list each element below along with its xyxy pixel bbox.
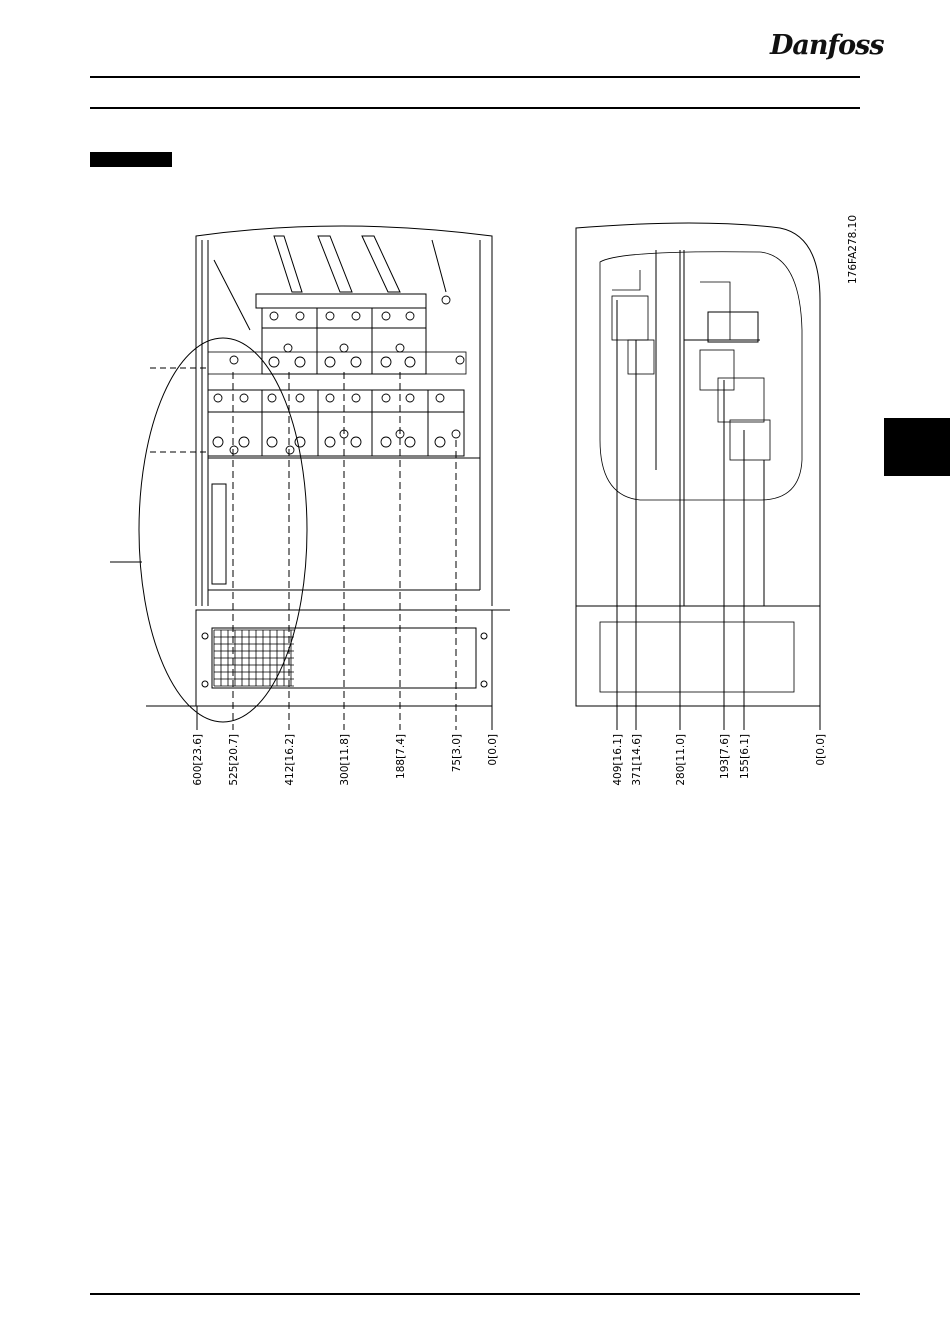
dimension-label: 0[0.0] <box>815 734 827 766</box>
dimension-label: 525[20.7] <box>228 734 240 786</box>
figure-id: 176FA278.10 <box>847 215 859 284</box>
vent-grille <box>214 630 294 686</box>
front-dimension-labels: 600[23.6] 525[20.7] 412[16.2] 300[11.8] 188[… <box>192 734 499 786</box>
side-dimension-labels: 409[16.1] 371[14.6] 280[11.0] 193[7.6] 155[6… <box>612 734 827 786</box>
side-view <box>576 223 820 730</box>
dimension-label: 280[11.0] <box>675 734 687 786</box>
dimension-label: 75[3.0] <box>451 734 463 772</box>
dimension-label: 188[7.4] <box>395 734 407 779</box>
dimension-label: 412[16.2] <box>284 734 296 786</box>
dimension-label: 300[11.8] <box>339 734 351 786</box>
front-view <box>110 226 510 730</box>
dimension-label: 0[0.0] <box>487 734 499 766</box>
dimension-label: 371[14.6] <box>631 734 643 786</box>
detail-ellipse <box>139 338 307 722</box>
dimension-label: 155[6.1] <box>739 734 751 779</box>
dimension-label: 193[7.6] <box>719 734 731 779</box>
dimension-label: 600[23.6] <box>192 734 204 786</box>
dimension-label: 409[16.1] <box>612 734 624 786</box>
